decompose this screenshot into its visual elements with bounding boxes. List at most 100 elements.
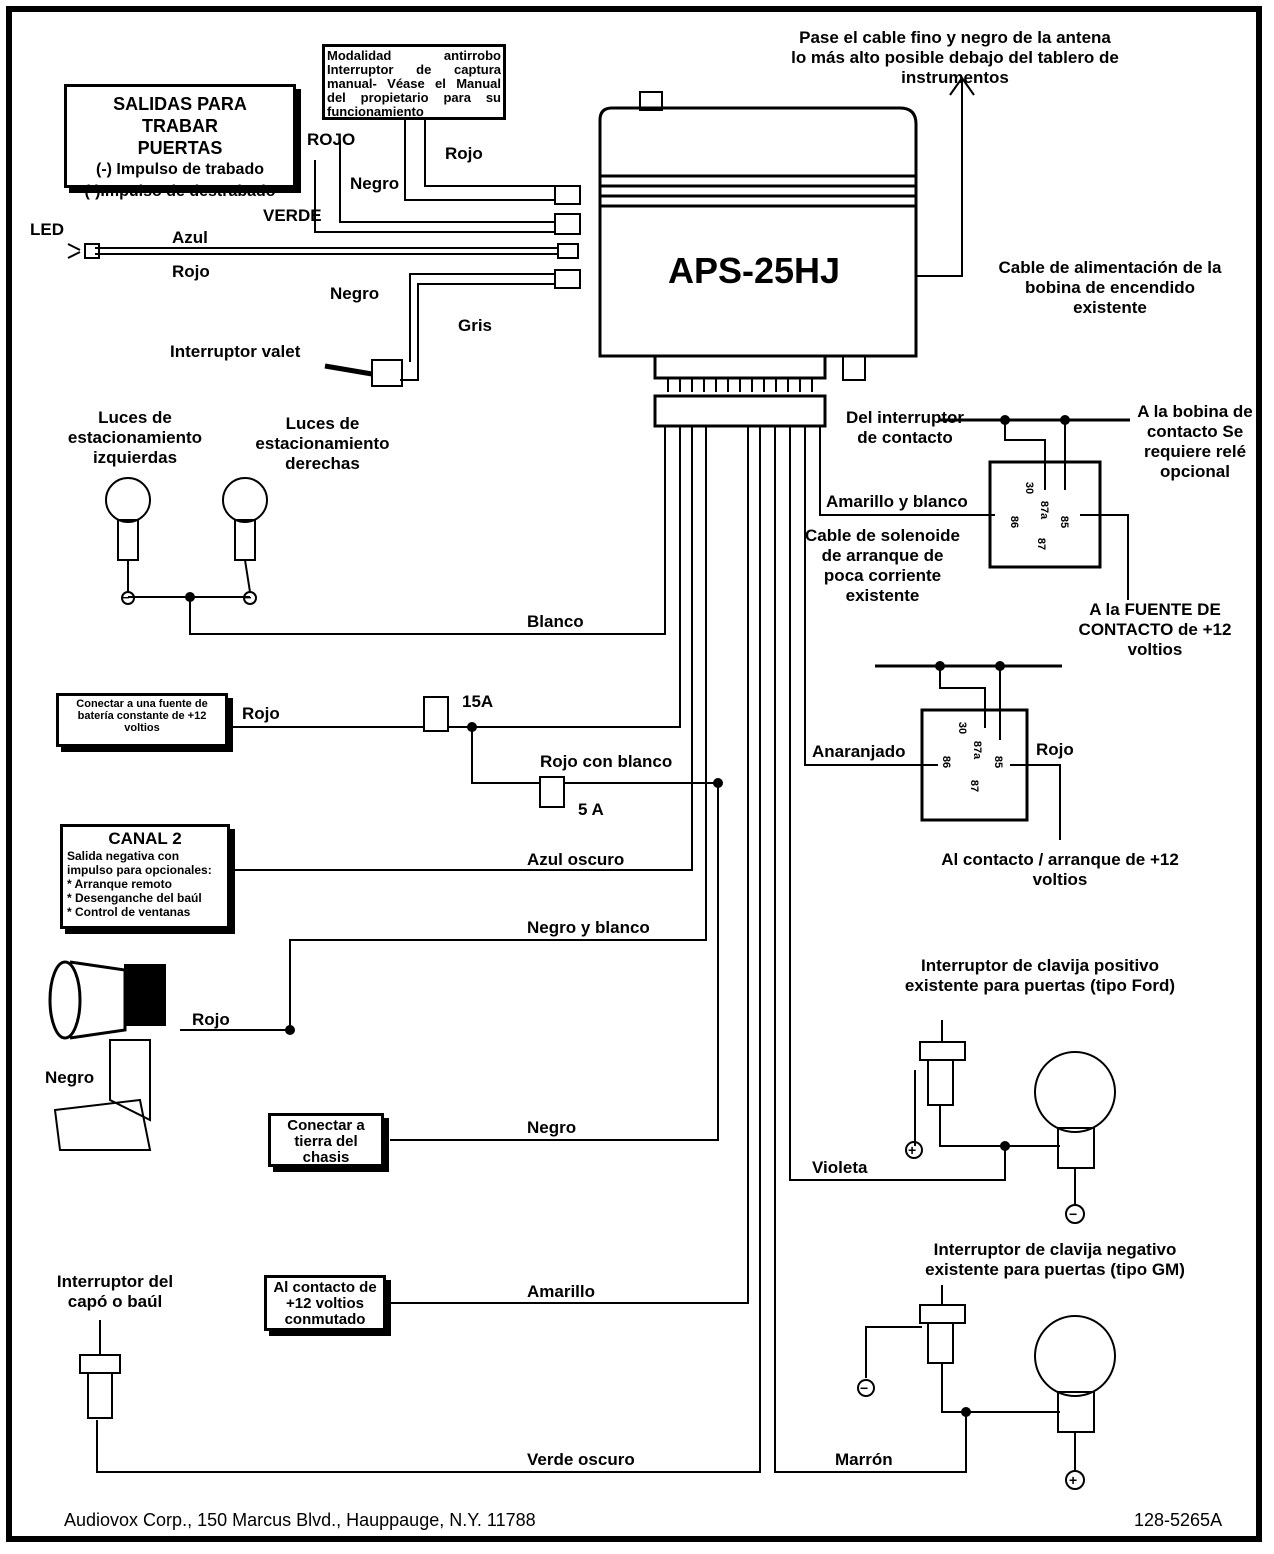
label-rojo-relay: Rojo [1036,740,1074,759]
label-azul: Azul [172,228,208,247]
label-gris: Gris [458,316,493,335]
wire-negro-valet [409,273,555,362]
relay1-pin-87: 87 [1035,537,1048,551]
label-left-lights: Luces de estacionamiento izquierdas [67,408,203,467]
relay2-pin-85: 85 [992,755,1005,769]
wire-negro-capture [404,120,555,201]
relay2-pin-87a: 87a [971,740,984,760]
relay1-pin-87a: 87a [1038,500,1051,520]
relay1-pin-86: 86 [1008,515,1021,529]
wire-fuente-contacto [1080,514,1129,600]
door-lock-box: SALIDAS PARA TRABAR PUERTAS (-) Impulso … [64,84,296,200]
label-fuente-contacto: A la FUENTE DE CONTACTO de +12 voltios [1078,600,1232,659]
siren-icon [48,960,166,1151]
terminal-minus-left-light: − [122,590,130,605]
label-rojo-con-blanco: Rojo con blanco [540,752,673,771]
ground-box: Conectar a tierra del chasis [268,1113,384,1167]
hood-switch-icon [79,1320,121,1419]
label-marron: Marrón [835,1450,893,1469]
channel2-box: CANAL 2 Salida negativa con impulso para… [60,824,230,929]
label-amarillo-blanco: Amarillo y blanco [826,492,968,511]
antenna-icon [949,76,975,96]
label-verde-oscuro: Verde oscuro [527,1450,635,1469]
footer-part-number: 128-5265A [1134,1510,1223,1530]
label-fuse-15: 15A [462,692,494,711]
label-del-interruptor: Del interruptor de contacto [845,408,965,447]
wire-rojo-con-blanco [471,727,718,784]
label-pin-switch-pos: Interruptor de clavija positivo existent… [904,956,1176,995]
terminal-minus-pos-bulb: − [1069,1206,1078,1222]
label-hood-switch: Interruptor del capó o baúl [56,1272,174,1311]
pin-switch-neg-icon [919,1285,966,1364]
pin-switch-pos-icon [919,1020,966,1106]
wire-rojo-lock [339,140,555,223]
relay2-pin-30: 30 [956,721,969,735]
label-negro-ground: Negro [527,1118,577,1137]
wire-verde-lock [314,160,555,233]
label-blanco: Blanco [527,612,584,631]
relay2-pin-87: 87 [968,779,981,793]
door-lock-line2: (-)Impulso de destrabado [84,183,276,200]
label-right-lights: Luces de estacionamiento derechas [255,414,390,473]
antitheft-box: Modalidad antirrobo Interruptor de captu… [322,44,506,120]
label-rojo-led: Rojo [172,262,210,281]
terminal-plus-neg-bulb: + [1069,1472,1078,1488]
label-anaranjado: Anaranjado [812,742,906,761]
side-connectors [554,185,581,289]
terminal-plus-pos-switch: + [908,1142,917,1158]
label-fuse-5: 5 A [578,800,604,819]
wire-blanco [189,426,666,635]
footer-address: Audiovox Corp., 150 Marcus Blvd., Hauppa… [64,1510,536,1530]
label-rojo-siren: Rojo [192,1010,230,1029]
antenna-note: Pase el cable fino y negro de la antena … [791,28,1119,87]
plus-terminal [905,1141,923,1159]
label-violeta: Violeta [812,1158,868,1177]
relay1-pin-85: 85 [1058,515,1071,529]
channel2-item3: * Control de ventanas [67,905,191,919]
label-rojo-capture: Rojo [445,144,483,163]
connector-pins [667,378,813,392]
wire-verde-oscuro [96,426,761,1473]
bulb-neg-icon [1034,1315,1116,1490]
wire-rojo-relay [1010,764,1061,840]
label-negro-y-blanco: Negro y blanco [527,918,650,937]
wire-rojo-battery [230,426,681,728]
wire-rojo-capture [424,120,555,187]
label-al-contacto-arranque: Al contacto / arranque de +12 voltios [941,850,1179,889]
antenna-wire [916,78,963,277]
fuse-5a-icon [539,776,565,808]
wire-amarillo-blanco [819,426,995,516]
channel2-desc: Salida negativa con impulso para opciona… [67,849,212,877]
wire-anaranjado [804,426,938,766]
ignition-box: Al contacto de +12 voltios conmutado [264,1275,386,1331]
bulb-right-icon [222,477,268,605]
label-rojo-top: ROJO [307,130,356,149]
label-negro-capture: Negro [350,174,400,193]
label-a-la-bobina: A la bobina de contacto Se requiere relé… [1137,402,1253,481]
channel2-item1: * Arranque remoto [67,877,172,891]
label-amarillo: Amarillo [527,1282,596,1301]
relay2-pin-86: 86 [940,755,953,769]
wire-marron [774,426,967,1473]
relay1-pin-30: 30 [1023,481,1036,495]
channel2-title: CANAL 2 [108,829,182,848]
wire-violeta [789,426,1006,1181]
led-icon [67,243,100,259]
label-starter-wire: Cable de solenoide de arranque de poca c… [805,526,960,605]
door-lock-line1: (-) Impulso de trabado [96,161,264,178]
diagram-frame [6,6,1262,1542]
label-rojo-battery: Rojo [242,704,280,723]
label-pin-switch-neg: Interruptor de clavija negativo existent… [925,1240,1185,1279]
bulb-pos-icon [1034,1051,1116,1224]
label-negro-siren: Negro [45,1068,95,1087]
control-unit [598,91,918,428]
label-negro-valet: Negro [330,284,380,303]
unit-model: APS-25HJ [668,250,841,291]
label-coil-wire: Cable de alimentación de la bobina de en… [998,258,1222,317]
label-verde-top: VERDE [263,206,322,225]
valet-switch-icon [324,359,403,387]
wire-negro-blanco [180,426,707,1031]
fuse-15a-icon [423,696,449,732]
wire-gris-valet [400,283,555,381]
